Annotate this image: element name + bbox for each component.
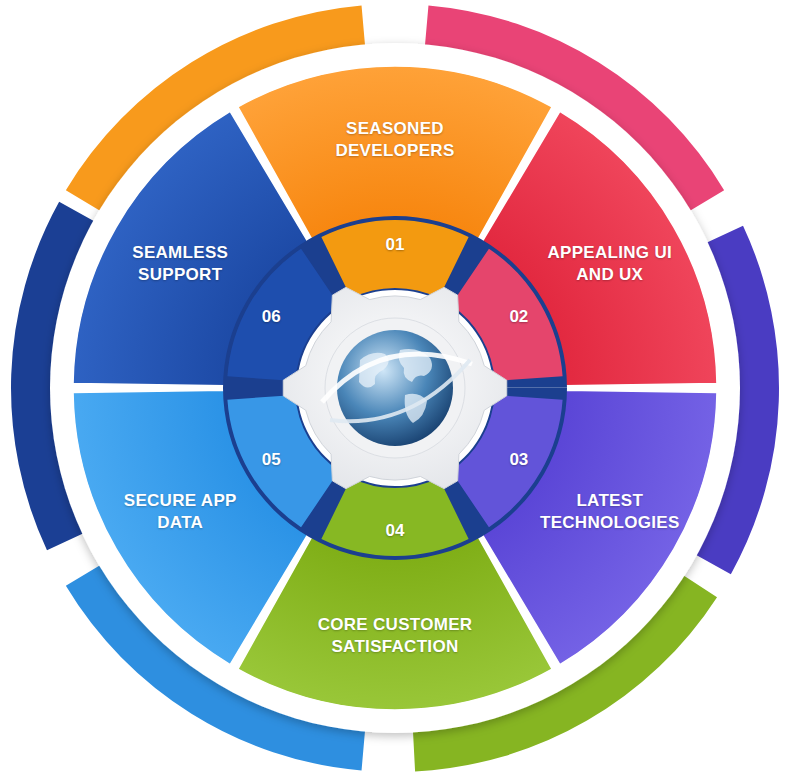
callout-number: 05: [262, 450, 281, 470]
segment-box: SEASONED DEVELOPERS: [320, 118, 470, 162]
segment-box: LATEST TECHNOLOGIES: [535, 490, 685, 534]
outer-ring: [11, 5, 779, 771]
gear: [283, 287, 506, 488]
ring-base: [223, 216, 567, 560]
ring-segment: [321, 478, 468, 556]
segment-box: APPEALING UI AND UX: [540, 242, 680, 286]
segment-title: LATEST TECHNOLOGIES: [535, 490, 685, 534]
callout-number: 02: [509, 307, 528, 327]
segment-title: SEASONED DEVELOPERS: [320, 118, 470, 162]
callout-number: 04: [386, 521, 405, 541]
white-disc: [50, 43, 740, 733]
callout-number: 03: [509, 450, 528, 470]
segment-box: SECURE APP DATA: [110, 490, 250, 534]
ring-segment: [321, 220, 468, 298]
callout-number: 06: [262, 307, 281, 327]
segment-title: SEAMLESS SUPPORT: [110, 242, 250, 286]
wedges: [73, 66, 717, 710]
segment-box: CORE CUSTOMER SATISFACTION: [305, 614, 485, 658]
gear-shape: [283, 287, 506, 488]
segment-box: SEAMLESS SUPPORT: [110, 242, 250, 286]
segment-title: APPEALING UI AND UX: [540, 242, 680, 286]
segment-title: SECURE APP DATA: [110, 490, 250, 534]
callout-number: 01: [386, 235, 405, 255]
segment-title: CORE CUSTOMER SATISFACTION: [305, 614, 485, 658]
globe: [322, 330, 472, 446]
number-ring: [223, 216, 567, 560]
